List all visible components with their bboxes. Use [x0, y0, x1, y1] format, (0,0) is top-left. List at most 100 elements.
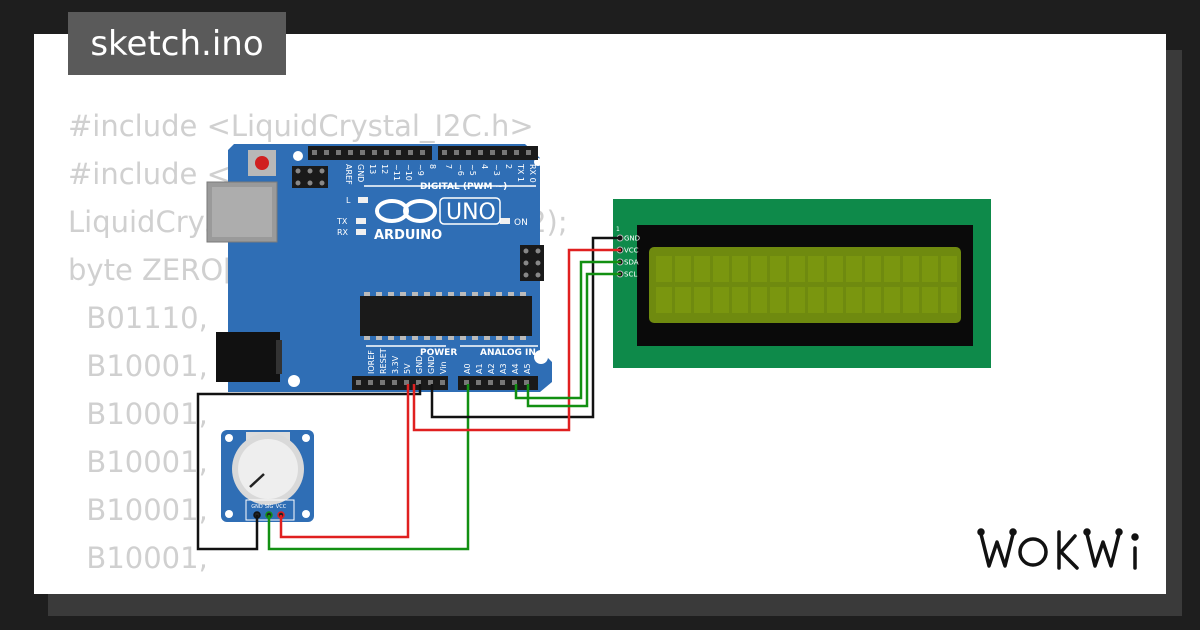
pin-label: 3.3V — [391, 355, 400, 374]
chip-pin — [484, 292, 490, 296]
lcd-char-cell — [751, 287, 767, 313]
header-pin[interactable] — [514, 150, 519, 155]
pin-label: A3 — [499, 363, 508, 374]
chip-pin — [412, 292, 418, 296]
header-pin[interactable] — [442, 150, 447, 155]
header-pin[interactable] — [502, 150, 507, 155]
file-title-tab[interactable]: sketch.ino — [68, 12, 286, 75]
chip-pin — [484, 336, 490, 340]
header-pin[interactable] — [336, 150, 341, 155]
pin-label: 4 — [480, 164, 489, 169]
digital-header-left — [308, 146, 432, 160]
lcd-char-cell — [770, 256, 786, 282]
wire-pot-sig — [267, 384, 470, 551]
atmega-chip — [360, 296, 532, 336]
header-pin[interactable] — [368, 380, 373, 385]
chip-pin — [472, 292, 478, 296]
header-pin[interactable] — [440, 380, 445, 385]
pin-label: ~11 — [392, 164, 401, 181]
header-pin[interactable] — [524, 380, 529, 385]
chip-pin — [472, 336, 478, 340]
header-pin[interactable] — [526, 150, 531, 155]
pin-label: 2 — [504, 164, 513, 169]
wire-pot-gnd — [196, 384, 422, 551]
header-pin[interactable] — [324, 150, 329, 155]
header-pin[interactable] — [408, 150, 413, 155]
chip-pin — [448, 336, 454, 340]
header-pin[interactable] — [466, 150, 471, 155]
header-pin[interactable] — [392, 380, 397, 385]
header-pin[interactable] — [380, 380, 385, 385]
pot-knob[interactable] — [238, 439, 298, 499]
header-pin[interactable] — [396, 150, 401, 155]
lcd-char-cell — [732, 256, 748, 282]
header-pin[interactable] — [454, 150, 459, 155]
power-label: POWER — [420, 348, 457, 358]
chip-pin — [364, 336, 370, 340]
lcd-char-cell — [751, 256, 767, 282]
pin-label: ~6 — [456, 164, 465, 176]
header-pin[interactable] — [476, 380, 481, 385]
header-pin[interactable] — [428, 380, 433, 385]
led-rx — [356, 229, 366, 235]
lcd-char-cell — [884, 287, 900, 313]
chip-pin — [496, 336, 502, 340]
lcd-char-cell — [713, 256, 729, 282]
header-pin[interactable] — [490, 150, 495, 155]
header-pin[interactable] — [360, 150, 365, 155]
chip-pin — [412, 336, 418, 340]
code-line: B10001, — [68, 589, 207, 594]
header-pin[interactable] — [416, 380, 421, 385]
mounting-hole — [288, 375, 300, 387]
wire-pot-vcc — [279, 384, 410, 539]
pin-label: A2 — [487, 363, 496, 374]
pin-label: 8 — [428, 164, 437, 169]
chip-pin — [424, 292, 430, 296]
lcd-char-cell — [808, 287, 824, 313]
header-pin[interactable] — [488, 380, 493, 385]
header-pin[interactable] — [464, 380, 469, 385]
pin-label: A0 — [463, 363, 472, 374]
header-pin[interactable] — [512, 380, 517, 385]
digital-label: DIGITAL (PWM ~) — [420, 182, 507, 192]
wire-lcd-scl — [526, 272, 621, 408]
arduino-logo-icon — [375, 199, 437, 223]
svg-text:TX: TX — [336, 217, 348, 226]
header-pin[interactable] — [500, 380, 505, 385]
wires — [196, 236, 621, 551]
lcd-pin-number: 1 — [616, 226, 620, 233]
header-pin[interactable] — [372, 150, 377, 155]
lcd-char-cell — [922, 287, 938, 313]
lcd-char-cell — [675, 256, 691, 282]
analog-label: ANALOG IN — [480, 348, 536, 358]
power-jack — [216, 332, 280, 382]
chip-pin — [364, 292, 370, 296]
code-line: B10001, — [86, 397, 208, 431]
header-pin[interactable] — [420, 150, 425, 155]
header-pin[interactable] — [478, 150, 483, 155]
pin-label: IOREF — [367, 350, 376, 374]
chip-pin — [436, 292, 442, 296]
header-pin[interactable] — [312, 150, 317, 155]
chip-pin — [508, 336, 514, 340]
lcd-char-cell — [846, 287, 862, 313]
lcd-char-cell — [656, 287, 672, 313]
lcd-char-cell — [694, 256, 710, 282]
header-pin[interactable] — [348, 150, 353, 155]
led-tx — [356, 218, 366, 224]
header-pin[interactable] — [384, 150, 389, 155]
lcd-char-cell — [941, 287, 957, 313]
pin-label: A5 — [523, 363, 532, 374]
chip-pin — [400, 292, 406, 296]
header-pin[interactable] — [356, 380, 361, 385]
chip-pin — [448, 292, 454, 296]
lcd-pin-label: SDA — [624, 259, 639, 267]
lcd-char-cell — [827, 287, 843, 313]
pin-label: ~10 — [404, 164, 413, 181]
header-pin[interactable] — [404, 380, 409, 385]
chip-pin — [400, 336, 406, 340]
analog-header — [458, 376, 538, 390]
